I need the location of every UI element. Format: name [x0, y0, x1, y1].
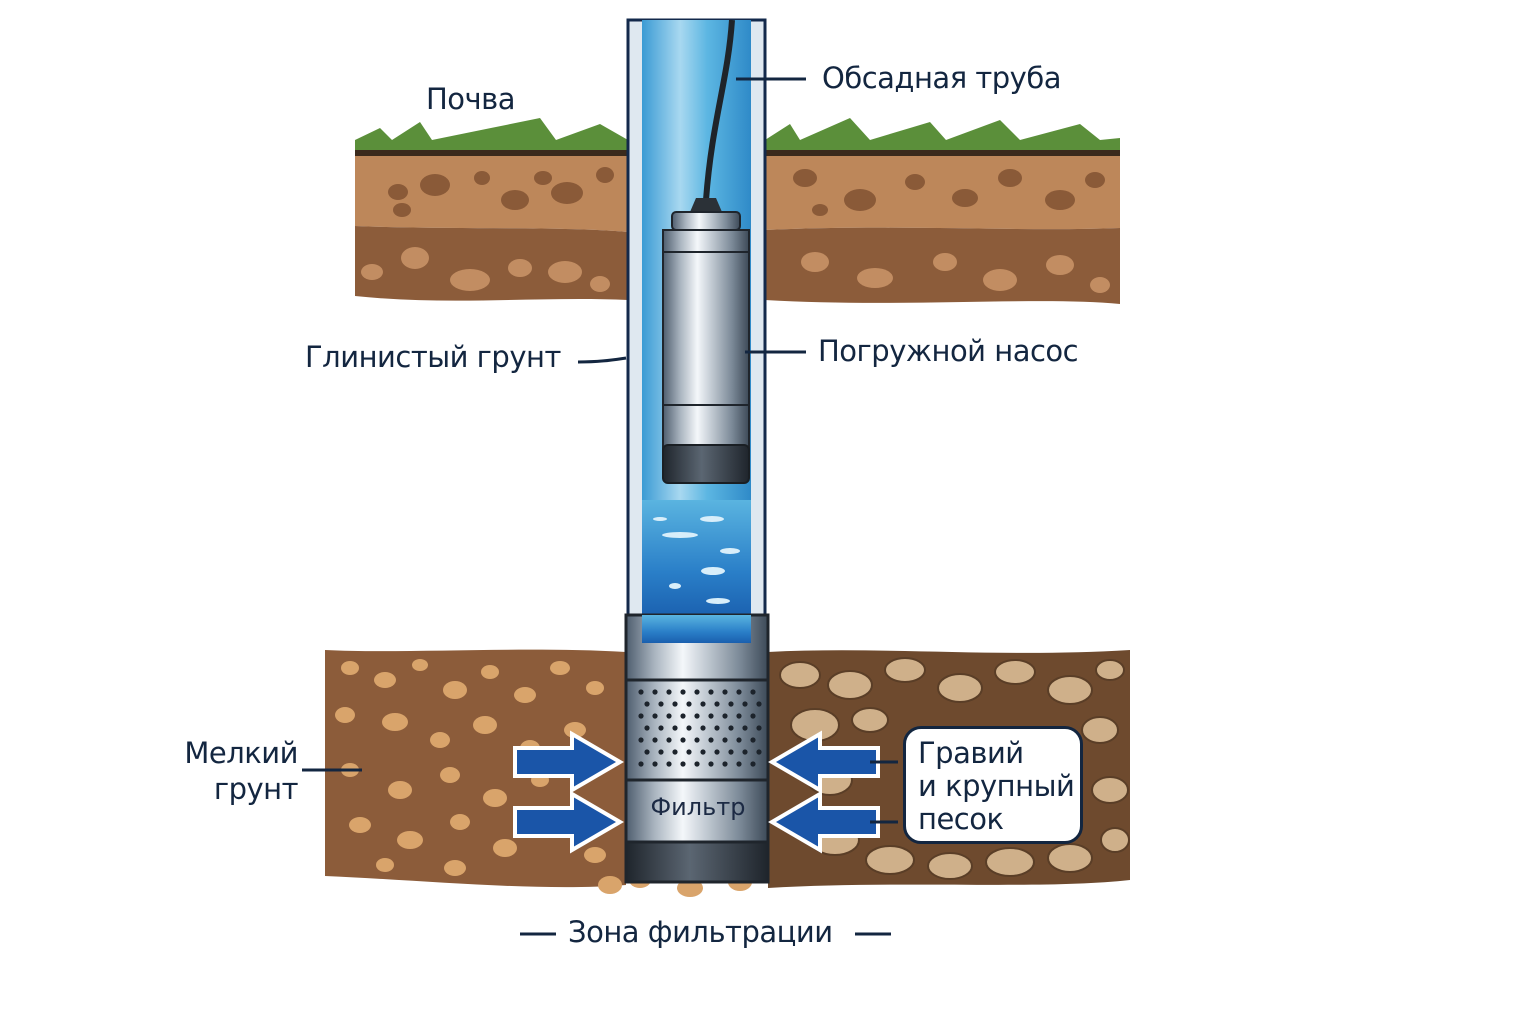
perforation-hole: [700, 725, 706, 731]
perforation-hole: [638, 761, 644, 767]
perforation-hole: [638, 737, 644, 743]
perforation-hole: [694, 689, 700, 695]
perforation-hole: [694, 761, 700, 767]
perforation-hole: [652, 689, 658, 695]
perforation-hole: [756, 749, 762, 755]
label-filter: Фильтр: [650, 793, 746, 821]
perforation-hole: [736, 737, 742, 743]
perforation-hole: [652, 761, 658, 767]
perforation-hole: [658, 701, 664, 707]
label-submersible-pump: Погружной насос: [818, 334, 1079, 368]
perforation-hole: [722, 761, 728, 767]
perforation-hole: [728, 701, 734, 707]
perforation-hole: [736, 713, 742, 719]
filter-perforations: [638, 689, 762, 767]
perforation-hole: [686, 749, 692, 755]
perforation-hole: [714, 725, 720, 731]
perforation-hole: [686, 701, 692, 707]
gravel-callout: Гравий и крупный песок: [903, 726, 1083, 844]
arrow-right-icon: [513, 790, 624, 854]
perforation-hole: [750, 737, 756, 743]
perforation-hole: [680, 761, 686, 767]
label-gravel-line2: и крупный: [918, 769, 1075, 803]
label-fine-soil-line2: грунт: [213, 772, 299, 806]
perforation-hole: [708, 689, 714, 695]
perforation-hole: [672, 725, 678, 731]
perforation-hole: [666, 689, 672, 695]
perforation-hole: [638, 713, 644, 719]
perforation-hole: [694, 737, 700, 743]
perforation-hole: [728, 749, 734, 755]
grass: [765, 118, 1120, 152]
perforation-hole: [680, 713, 686, 719]
perforation-hole: [756, 701, 762, 707]
perforation-hole: [722, 689, 728, 695]
pump-cable: [703, 19, 735, 201]
label-gravel-line3: песок: [918, 802, 1004, 836]
perforation-hole: [736, 761, 742, 767]
perforation-hole: [694, 713, 700, 719]
perforation-hole: [638, 689, 644, 695]
label-soil: Почва: [426, 82, 516, 116]
perforation-hole: [686, 725, 692, 731]
perforation-hole: [722, 713, 728, 719]
perforation-hole: [708, 761, 714, 767]
water-bubbles: [653, 516, 740, 604]
arrow-right-icon: [513, 730, 624, 794]
filter-screen: [624, 613, 770, 884]
perforation-hole: [742, 701, 748, 707]
perforation-hole: [756, 725, 762, 731]
perforation-hole: [680, 737, 686, 743]
arrow-left-icon: [768, 730, 880, 794]
perforation-hole: [700, 701, 706, 707]
perforation-hole: [644, 701, 650, 707]
submersible-pump: [662, 198, 750, 484]
perforation-hole: [658, 725, 664, 731]
perforation-hole: [672, 701, 678, 707]
perforation-hole: [714, 749, 720, 755]
label-clay-soil: Глинистый грунт: [305, 340, 561, 374]
topsoil: [355, 156, 628, 232]
arrow-left-icon: [768, 790, 880, 854]
perforation-hole: [652, 713, 658, 719]
perforation-hole: [700, 749, 706, 755]
inflow-arrows: [513, 730, 880, 854]
perforation-hole: [666, 737, 672, 743]
topsoil: [765, 156, 1120, 230]
leader-lines: [302, 77, 898, 936]
perforation-hole: [714, 701, 720, 707]
perforation-hole: [708, 713, 714, 719]
subsoil: [355, 226, 628, 301]
perforation-hole: [728, 725, 734, 731]
perforation-hole: [666, 713, 672, 719]
perforation-hole: [742, 749, 748, 755]
perforation-hole: [742, 725, 748, 731]
perforation-hole: [750, 713, 756, 719]
perforation-hole: [658, 749, 664, 755]
perforation-hole: [644, 725, 650, 731]
label-filtration-zone: Зона фильтрации: [568, 915, 833, 949]
perforation-hole: [680, 689, 686, 695]
perforation-hole: [644, 749, 650, 755]
perforation-hole: [722, 737, 728, 743]
perforation-hole: [750, 761, 756, 767]
perforation-hole: [672, 749, 678, 755]
perforation-hole: [750, 689, 756, 695]
perforation-hole: [736, 689, 742, 695]
perforation-hole: [708, 737, 714, 743]
soil-layer: [355, 118, 1120, 304]
perforation-hole: [666, 761, 672, 767]
perforation-hole: [652, 737, 658, 743]
grass: [355, 118, 628, 152]
label-casing-pipe: Обсадная труба: [822, 61, 1062, 95]
label-fine-soil-line1: Мелкий: [184, 736, 298, 770]
label-gravel-line1: Гравий: [918, 736, 1024, 770]
